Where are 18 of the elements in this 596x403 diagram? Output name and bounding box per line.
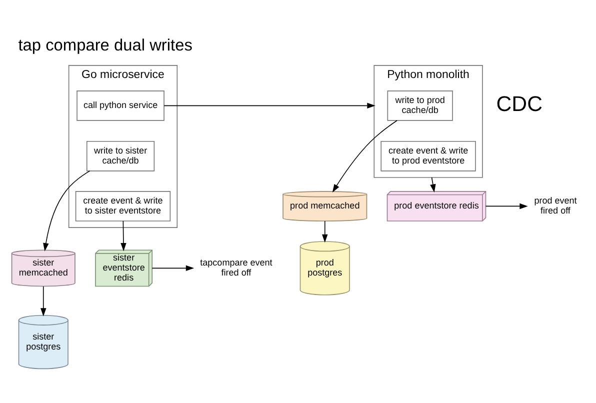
arrow xyxy=(430,177,436,192)
node-box: call python service xyxy=(76,90,164,121)
node-text: tapcompare event fired off xyxy=(200,258,272,278)
arrow xyxy=(43,170,90,252)
label: CDC xyxy=(496,92,542,116)
arrow xyxy=(322,220,328,243)
arrow xyxy=(40,286,46,316)
arrow xyxy=(164,102,376,109)
node-box: write to prod cache/db xyxy=(387,90,453,121)
node-box: write to sister cache/db xyxy=(86,140,155,172)
arrow xyxy=(152,265,194,272)
node-text: prod event fired off xyxy=(534,196,577,216)
arrow xyxy=(120,220,126,252)
arrow xyxy=(332,120,398,192)
node-box: create event & write to prod eventstore xyxy=(380,140,476,172)
arrow xyxy=(485,203,528,210)
diagram-title: tap compare dual writes xyxy=(18,36,192,55)
node-box: create event & write to sister eventstore xyxy=(75,191,171,222)
